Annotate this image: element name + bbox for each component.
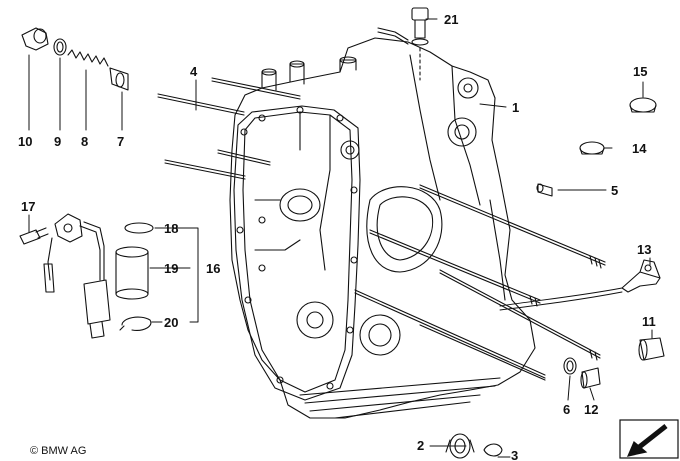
screw-part-21 <box>377 7 429 81</box>
crankcase-housing <box>229 37 536 419</box>
callout-15: 15 <box>633 64 647 79</box>
callout-9: 9 <box>54 134 61 149</box>
callout-4: 4 <box>190 64 198 79</box>
parts-right-side <box>536 97 665 389</box>
parts-10-9-8-7 <box>21 27 129 91</box>
callout-2: 2 <box>417 438 424 453</box>
callout-7: 7 <box>117 134 124 149</box>
callout-labels: 1 2 3 4 5 6 7 8 9 10 11 12 13 14 15 16 1… <box>18 12 656 461</box>
callout-11: 11 <box>642 314 656 329</box>
callout-18: 18 <box>164 221 178 236</box>
callout-21: 21 <box>444 12 458 27</box>
copyright-text: © BMW AG <box>30 445 87 457</box>
callout-5: 5 <box>611 183 618 198</box>
callout-6: 6 <box>563 402 570 417</box>
callout-12: 12 <box>584 402 598 417</box>
callout-8: 8 <box>81 134 88 149</box>
callout-1: 1 <box>512 100 519 115</box>
callout-10: 10 <box>18 134 32 149</box>
callout-3: 3 <box>511 448 518 461</box>
callout-13: 13 <box>637 242 651 257</box>
sensor-assembly <box>19 213 154 339</box>
callout-17: 17 <box>21 199 35 214</box>
callout-20: 20 <box>164 315 178 330</box>
callout-14: 14 <box>632 141 647 156</box>
callout-16: 16 <box>206 261 220 276</box>
callout-19: 19 <box>164 261 178 276</box>
leader-lines <box>28 18 653 458</box>
long-studs <box>157 77 606 381</box>
direction-arrow-icon <box>619 419 679 459</box>
